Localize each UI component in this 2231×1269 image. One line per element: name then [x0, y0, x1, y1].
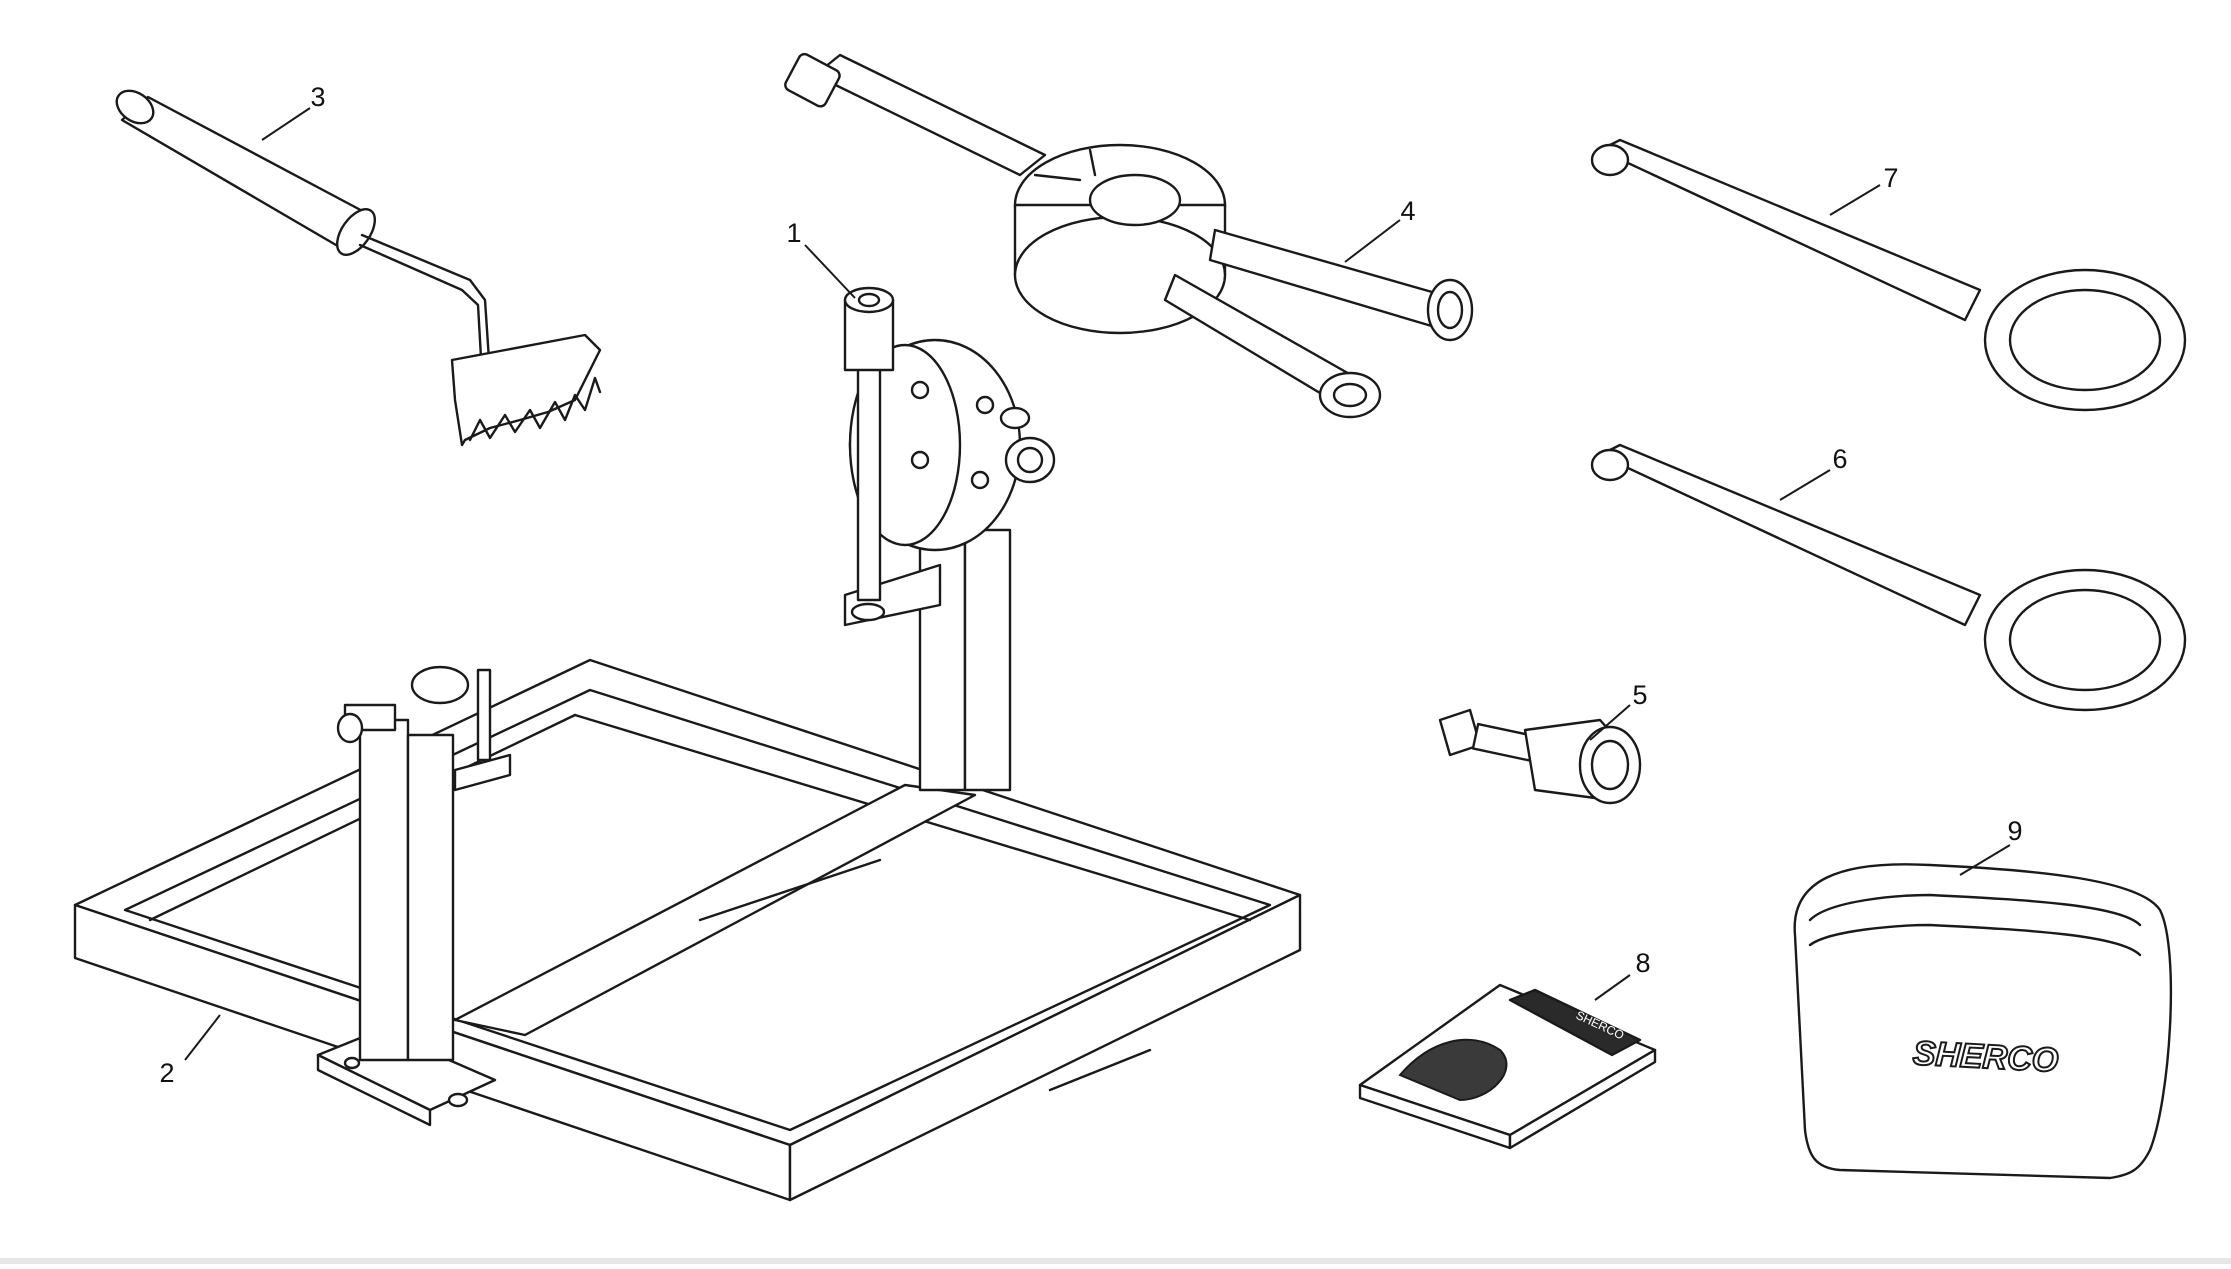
clutch-spanner-6 [1590, 443, 2187, 712]
callout-numbers: 3 1 2 4 7 6 5 8 9 [159, 82, 2022, 1088]
tray-left-upright [316, 665, 512, 1127]
puller-bolt [1438, 708, 1642, 805]
callout-8: 8 [1635, 948, 1650, 978]
flywheel-holder [784, 52, 1474, 419]
tool-bag: SHERCO [1793, 863, 2173, 1180]
tool-handle [115, 89, 602, 447]
engine-stand-tray [73, 658, 1302, 1202]
callout-2: 2 [159, 1058, 174, 1088]
callout-5: 5 [1632, 680, 1647, 710]
owners-manual: SHERCO [1358, 983, 1657, 1150]
callout-9: 9 [2007, 816, 2022, 846]
callout-3: 3 [310, 82, 325, 112]
bag-brand-logo: SHERCO [1912, 1034, 2059, 1080]
callout-4: 4 [1400, 196, 1415, 226]
clutch-spanner-7 [1590, 138, 2187, 412]
callout-1: 1 [786, 218, 801, 248]
mounting-post [843, 286, 1056, 792]
callout-6: 6 [1832, 444, 1847, 474]
callout-7: 7 [1883, 163, 1898, 193]
leader-lines [184, 107, 2011, 1061]
bottom-border-strip [0, 1258, 2231, 1264]
